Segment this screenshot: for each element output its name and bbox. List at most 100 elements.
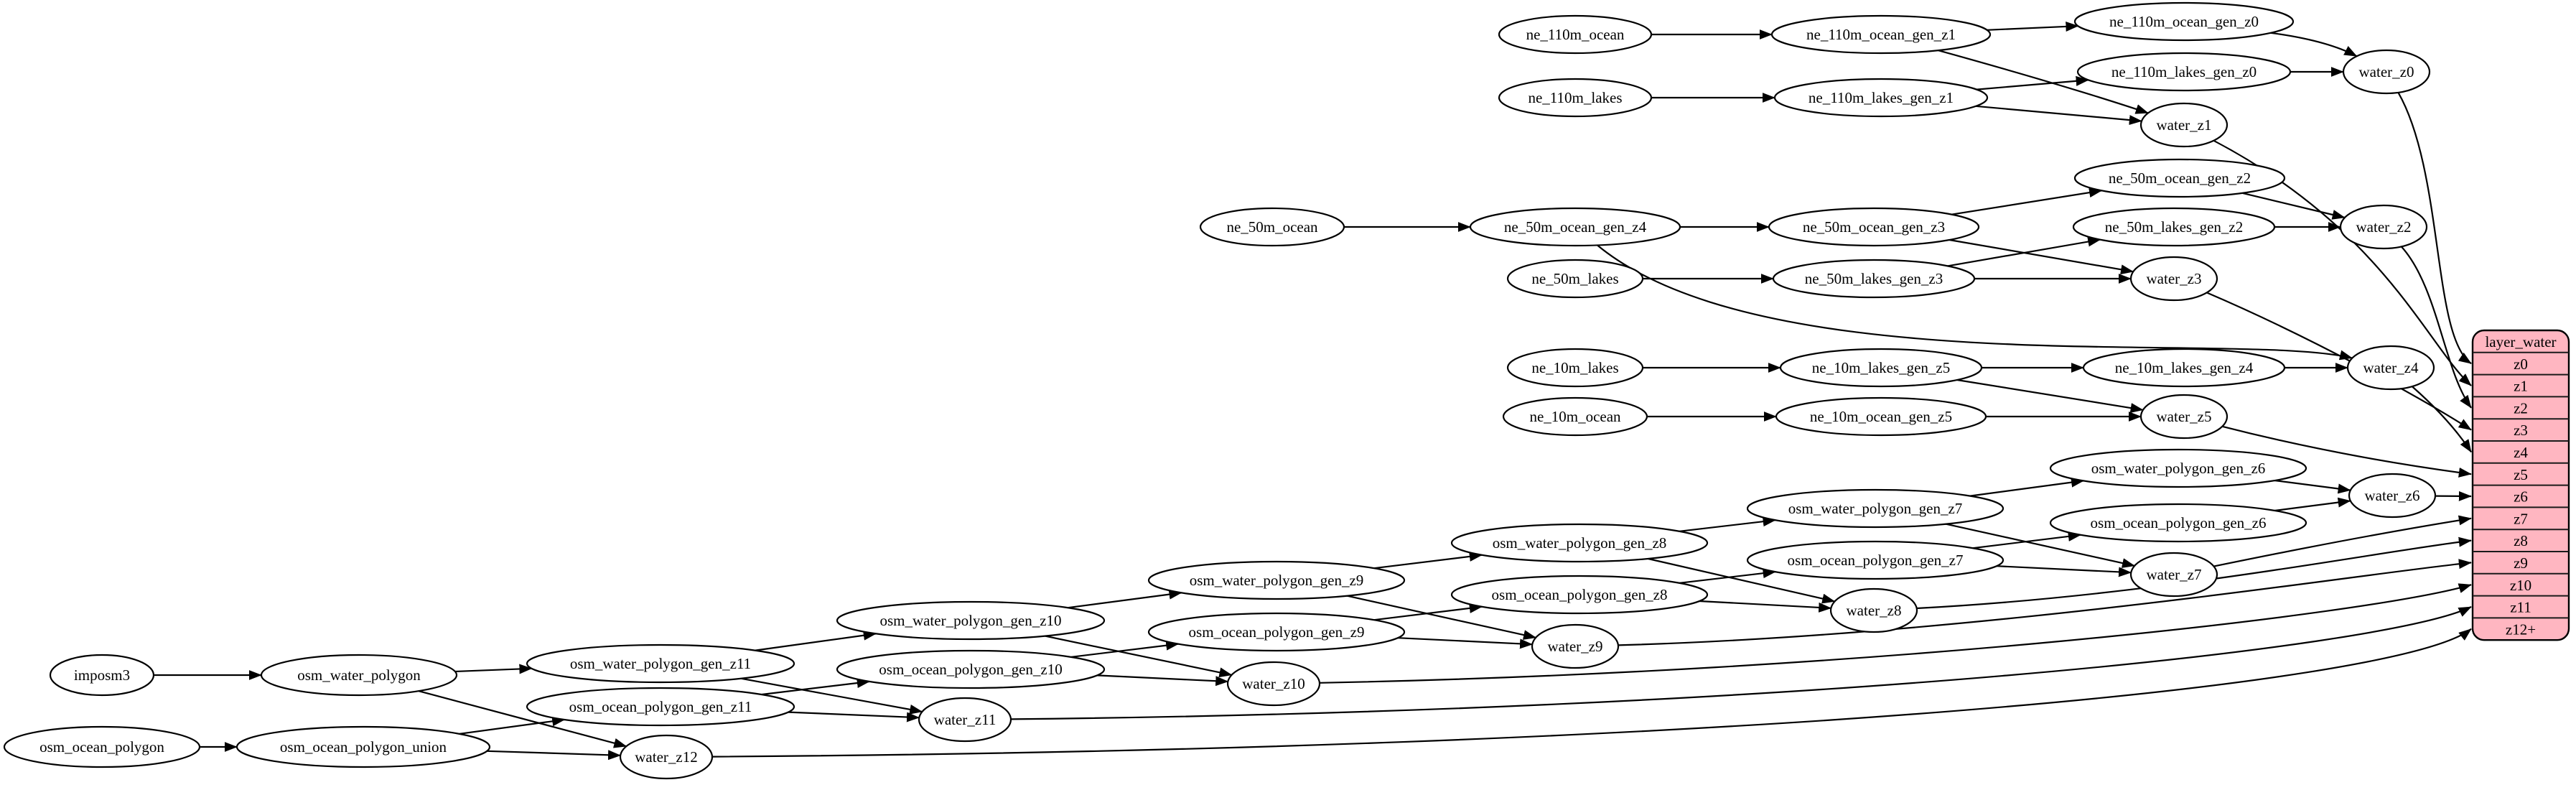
node-ne_50m_ocean: ne_50m_ocean [1200, 208, 1344, 246]
node-osm_water_polygon_gen_z11: osm_water_polygon_gen_z11 [527, 645, 794, 682]
edge-osm_ocean_polygon_gen_z10-to-osm_ocean_polygon_gen_z9 [1071, 644, 1178, 657]
edge-ne_50m_ocean_gen_z4-to-water_z4 [1597, 245, 2352, 358]
node-water_z2: water_z2 [2341, 205, 2427, 248]
node-label-ne_110m_lakes_gen_z1: ne_110m_lakes_gen_z1 [1809, 89, 1954, 106]
layer-water-title: layer_water [2485, 333, 2556, 350]
node-water_z9: water_z9 [1532, 625, 1618, 668]
nodes-layer: imposm3 osm_water_polygon osm_ocean_polygo… [4, 3, 2435, 779]
node-osm_ocean_polygon_gen_z11: osm_ocean_polygon_gen_z11 [527, 688, 794, 725]
node-label-water_z12: water_z12 [635, 748, 697, 766]
node-label-osm_ocean_polygon: osm_ocean_polygon [39, 738, 164, 756]
node-label-water_z0: water_z0 [2359, 63, 2414, 80]
node-ne_110m_ocean: ne_110m_ocean [1499, 16, 1651, 53]
node-ne_10m_lakes_gen_z4: ne_10m_lakes_gen_z4 [2083, 349, 2285, 386]
node-label-osm_ocean_polygon_gen_z7: osm_ocean_polygon_gen_z7 [1788, 552, 1964, 569]
edge-osm_ocean_polygon_gen_z7-to-osm_ocean_polygon_gen_z6 [1973, 535, 2081, 548]
node-water_z7: water_z7 [2131, 553, 2217, 596]
edge-osm_water_polygon_gen_z7-to-osm_water_polygon_gen_z6 [1970, 480, 2083, 496]
layer-water-row-label: z1 [2514, 378, 2528, 395]
node-ne_10m_ocean_gen_z5: ne_10m_ocean_gen_z5 [1776, 398, 1986, 435]
layer-water-row-label: z9 [2514, 554, 2528, 572]
node-osm_ocean_polygon: osm_ocean_polygon [4, 727, 200, 767]
node-ne_50m_ocean_gen_z3: ne_50m_ocean_gen_z3 [1769, 208, 1979, 246]
edge-ne_50m_ocean_gen_z2-to-water_z2 [2242, 193, 2345, 218]
node-ne_110m_lakes_gen_z1: ne_110m_lakes_gen_z1 [1775, 79, 1987, 116]
node-label-water_z3: water_z3 [2147, 270, 2202, 287]
edge-ne_110m_lakes_gen_z1-to-water_z1 [1976, 106, 2142, 121]
node-osm_ocean_polygon_gen_z9: osm_ocean_polygon_gen_z9 [1149, 613, 1404, 651]
node-ne_50m_lakes_gen_z3: ne_50m_lakes_gen_z3 [1773, 260, 1974, 297]
edge-ne_50m_ocean_gen_z3-to-water_z3 [1949, 240, 2133, 271]
edge-osm_ocean_polygon_gen_z8-to-water_z8 [1699, 601, 1831, 608]
node-osm_water_polygon_gen_z6: osm_water_polygon_gen_z6 [2050, 450, 2306, 487]
edge-ne_10m_lakes_gen_z5-to-water_z5 [1957, 380, 2143, 410]
edge-osm_ocean_polygon_gen_z9-to-osm_ocean_polygon_gen_z8 [1374, 607, 1482, 620]
node-label-osm_water_polygon_gen_z7: osm_water_polygon_gen_z7 [1788, 500, 1963, 517]
node-water_z6: water_z6 [2349, 474, 2435, 517]
node-label-water_z11: water_z11 [934, 711, 997, 728]
node-osm_ocean_polygon_gen_z7: osm_ocean_polygon_gen_z7 [1747, 542, 2003, 579]
node-label-osm_ocean_polygon_gen_z9: osm_ocean_polygon_gen_z9 [1189, 623, 1365, 641]
node-label-ne_50m_lakes: ne_50m_lakes [1531, 270, 1618, 287]
node-water_z0: water_z0 [2343, 50, 2430, 93]
node-water_z11: water_z11 [919, 698, 1011, 741]
node-label-ne_10m_lakes: ne_10m_lakes [1531, 359, 1618, 376]
node-label-water_z5: water_z5 [2157, 408, 2212, 425]
edge-ne_110m_ocean_gen_z0-to-water_z0 [2271, 33, 2357, 56]
node-label-ne_10m_ocean_gen_z5: ne_10m_ocean_gen_z5 [1810, 408, 1952, 425]
node-water_z12: water_z12 [620, 735, 712, 779]
edge-osm_ocean_polygon_gen_z6-to-water_z6 [2274, 501, 2351, 511]
node-osm_ocean_polygon_gen_z6: osm_ocean_polygon_gen_z6 [2050, 504, 2306, 542]
edge-ne_110m_ocean_gen_z1-to-ne_110m_ocean_gen_z0 [1987, 26, 2078, 30]
node-label-ne_10m_ocean: ne_10m_ocean [1529, 408, 1621, 425]
node-ne_50m_ocean_gen_z4: ne_50m_ocean_gen_z4 [1470, 208, 1680, 246]
node-label-osm_ocean_polygon_gen_z6: osm_ocean_polygon_gen_z6 [2091, 514, 2267, 531]
node-label-ne_50m_ocean_gen_z4: ne_50m_ocean_gen_z4 [1504, 218, 1647, 236]
edge-osm_water_polygon_gen_z10-to-osm_water_polygon_gen_z9 [1068, 592, 1181, 608]
node-osm_water_polygon_gen_z8: osm_water_polygon_gen_z8 [1452, 524, 1707, 562]
node-label-water_z7: water_z7 [2147, 566, 2202, 583]
edge-osm_water_polygon_gen_z9-to-osm_water_polygon_gen_z8 [1374, 555, 1482, 568]
node-label-ne_110m_lakes_gen_z0: ne_110m_lakes_gen_z0 [2111, 63, 2257, 80]
node-water_z8: water_z8 [1831, 589, 1917, 632]
node-ne_10m_ocean: ne_10m_ocean [1503, 398, 1647, 435]
node-label-ne_110m_ocean: ne_110m_ocean [1526, 26, 1625, 43]
layer-water-row-label: z0 [2514, 356, 2528, 373]
node-ne_50m_ocean_gen_z2: ne_50m_ocean_gen_z2 [2075, 159, 2285, 197]
node-water_z4: water_z4 [2348, 346, 2434, 389]
edge-osm_ocean_polygon_gen_z7-to-water_z7 [1997, 566, 2131, 572]
node-label-osm_water_polygon: osm_water_polygon [297, 666, 421, 684]
node-label-imposm3: imposm3 [74, 666, 130, 684]
node-water_z10: water_z10 [1228, 662, 1320, 705]
node-label-water_z8: water_z8 [1847, 602, 1902, 619]
node-label-ne_50m_lakes_gen_z2: ne_50m_lakes_gen_z2 [2105, 218, 2243, 236]
node-label-osm_water_polygon_gen_z9: osm_water_polygon_gen_z9 [1190, 572, 1364, 589]
layer-water-table: layer_waterz0z1z2z3z4z5z6z7z8z9z10z11z12… [2473, 330, 2569, 640]
node-label-water_z2: water_z2 [2356, 218, 2412, 236]
layer-water-row-label: z8 [2514, 532, 2528, 549]
node-ne_110m_ocean_gen_z0: ne_110m_ocean_gen_z0 [2075, 3, 2293, 40]
node-label-osm_ocean_polygon_gen_z8: osm_ocean_polygon_gen_z8 [1492, 586, 1668, 603]
edge-osm_ocean_polygon_gen_z8-to-osm_ocean_polygon_gen_z7 [1679, 572, 1775, 583]
node-osm_water_polygon_gen_z10: osm_water_polygon_gen_z10 [837, 602, 1104, 639]
node-label-ne_110m_ocean_gen_z1: ne_110m_ocean_gen_z1 [1806, 26, 1956, 43]
edge-osm_ocean_polygon_union-to-osm_ocean_polygon_gen_z11 [459, 720, 564, 734]
edge-osm_water_polygon_gen_z6-to-water_z6 [2274, 480, 2351, 491]
node-label-water_z10: water_z10 [1242, 675, 1305, 692]
layer-water-row-label: z6 [2514, 488, 2528, 506]
node-label-osm_water_polygon_gen_z10: osm_water_polygon_gen_z10 [879, 612, 1061, 629]
edge-osm_ocean_polygon_gen_z9-to-water_z9 [1398, 638, 1532, 644]
node-osm_water_polygon: osm_water_polygon [261, 655, 457, 695]
node-label-osm_water_polygon_gen_z6: osm_water_polygon_gen_z6 [2091, 460, 2266, 477]
edge-ne_50m_ocean_gen_z3-to-ne_50m_ocean_gen_z2 [1952, 190, 2101, 214]
layer-water-row-label: z5 [2514, 466, 2528, 483]
layer-water-row-label: z12+ [2506, 621, 2536, 638]
node-label-water_z6: water_z6 [2365, 487, 2420, 504]
node-label-osm_water_polygon_gen_z8: osm_water_polygon_gen_z8 [1493, 534, 1667, 552]
node-ne_110m_ocean_gen_z1: ne_110m_ocean_gen_z1 [1772, 16, 1990, 53]
edge-water_z4-to-z4 [2412, 386, 2471, 452]
edge-osm_ocean_polygon_gen_z10-to-water_z10 [1097, 675, 1228, 682]
edge-osm_water_polygon_gen_z11-to-osm_water_polygon_gen_z10 [755, 633, 876, 650]
